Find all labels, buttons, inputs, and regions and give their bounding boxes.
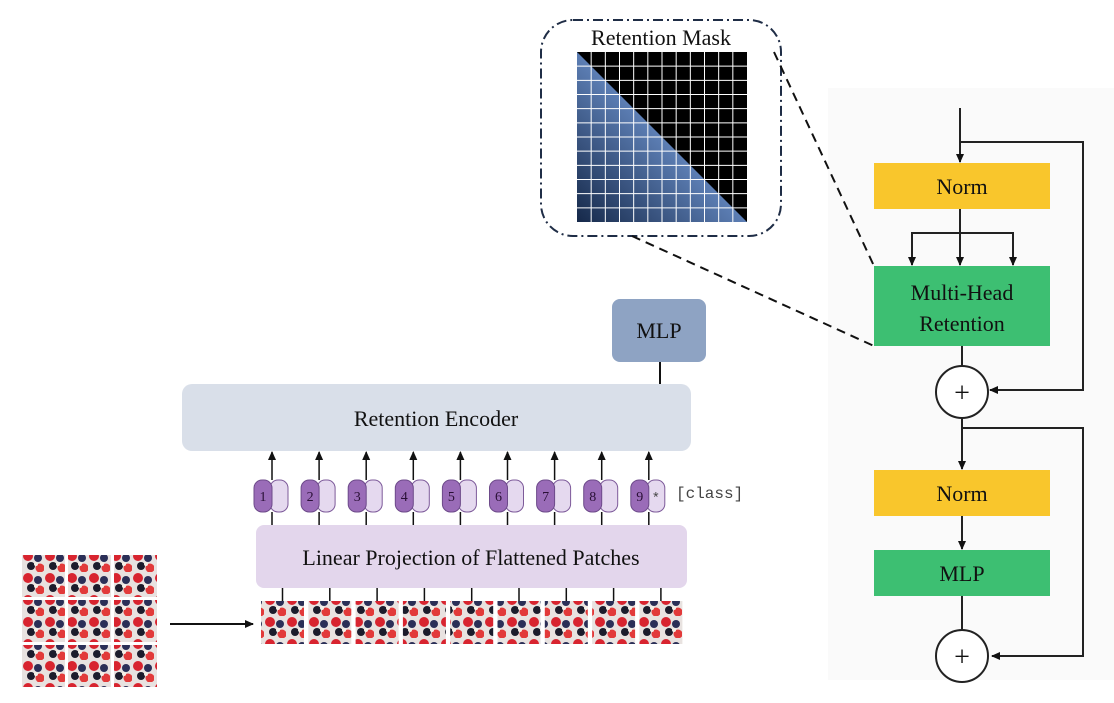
image-patch bbox=[22, 645, 65, 687]
flattened-patch bbox=[639, 601, 683, 644]
position-token bbox=[630, 479, 650, 513]
norm-1-box bbox=[874, 163, 1050, 209]
image-patch bbox=[22, 600, 65, 642]
token-pair: 8 bbox=[583, 479, 619, 513]
embedding-token bbox=[505, 479, 524, 513]
token-pair: 6 bbox=[489, 479, 524, 513]
class-token-label: [class] bbox=[676, 485, 743, 503]
embedding-token bbox=[552, 479, 572, 513]
token-pair: 1 bbox=[253, 479, 289, 513]
linear-projection-box bbox=[256, 525, 687, 588]
retention-mask-callout: Retention Mask bbox=[540, 19, 875, 347]
embedding-token bbox=[316, 479, 336, 513]
token-pair: 7 bbox=[536, 479, 572, 513]
position-token bbox=[253, 479, 273, 513]
image-patch bbox=[68, 555, 111, 597]
position-token bbox=[489, 479, 508, 513]
block-mlp-box bbox=[874, 550, 1050, 596]
position-token-number: 2 bbox=[307, 490, 314, 505]
flattened-patch bbox=[402, 601, 446, 644]
flattened-patch bbox=[544, 601, 588, 644]
position-token-number: 3 bbox=[354, 490, 361, 505]
retention-mask-matrix bbox=[577, 52, 747, 222]
norm-1-label: Norm bbox=[936, 174, 987, 199]
add-1-symbol: + bbox=[954, 378, 970, 409]
flattened-patch bbox=[308, 601, 352, 644]
position-token bbox=[441, 479, 461, 513]
flattened-patch bbox=[450, 601, 494, 644]
position-token-number: 6 bbox=[495, 490, 502, 505]
flattened-patch bbox=[355, 601, 399, 644]
position-token-number: 9 bbox=[636, 490, 643, 505]
residual-connection-2 bbox=[962, 427, 1084, 660]
split-arrow-left bbox=[908, 232, 960, 266]
position-token-number: 8 bbox=[589, 490, 596, 505]
retention-block-panel: Norm Multi-Head Retention + Norm MLP + bbox=[828, 88, 1114, 683]
flattened-patch bbox=[497, 601, 541, 644]
image-patch bbox=[114, 600, 157, 642]
multi-head-retention-box bbox=[874, 266, 1050, 346]
position-token bbox=[394, 479, 414, 513]
residual-connection-1 bbox=[960, 141, 1084, 394]
add-2-symbol: + bbox=[954, 642, 970, 673]
embedding-token bbox=[363, 479, 383, 513]
token-pair: 3 bbox=[347, 479, 383, 513]
add-2-circle bbox=[935, 629, 989, 683]
retention-mask-title: Retention Mask bbox=[591, 25, 731, 50]
norm-2-label: Norm bbox=[936, 481, 987, 506]
token-pair: 2 bbox=[300, 479, 336, 513]
token-pair: 9* bbox=[630, 479, 666, 513]
multi-head-retention-label-2: Retention bbox=[919, 311, 1005, 336]
image-patch bbox=[114, 645, 157, 687]
image-patch bbox=[68, 600, 111, 642]
multi-head-retention-label-1: Multi-Head bbox=[911, 280, 1014, 305]
embedding-token bbox=[410, 479, 430, 513]
norm-2-box bbox=[874, 470, 1050, 516]
flattened-patch bbox=[261, 601, 304, 644]
embedding-token bbox=[599, 479, 619, 513]
split-arrow-right bbox=[960, 232, 1017, 266]
position-token bbox=[347, 479, 367, 513]
block-mlp-label: MLP bbox=[939, 561, 984, 586]
token-pair: 5 bbox=[441, 479, 477, 513]
image-patch bbox=[22, 555, 65, 597]
image-patch bbox=[68, 645, 111, 687]
position-token bbox=[583, 479, 603, 513]
callout-leader-top bbox=[773, 51, 875, 267]
position-token bbox=[300, 479, 320, 513]
mlp-head-box bbox=[612, 299, 706, 362]
class-token-symbol: * bbox=[652, 491, 660, 507]
embedding-token bbox=[457, 479, 477, 513]
mlp-head-label: MLP bbox=[636, 318, 681, 343]
embedding-token bbox=[269, 479, 289, 513]
flattened-patch bbox=[592, 601, 636, 644]
image-patch bbox=[114, 555, 157, 597]
position-token bbox=[536, 479, 556, 513]
position-token-number: 5 bbox=[448, 490, 455, 505]
position-token-number: 1 bbox=[260, 490, 267, 505]
position-token-number: 4 bbox=[401, 490, 408, 505]
token-pair: 4 bbox=[394, 479, 430, 513]
retention-encoder-box bbox=[182, 384, 691, 451]
input-image-patch-grid bbox=[22, 555, 157, 687]
flattened-patch-sequence bbox=[261, 588, 683, 644]
position-token-number: 7 bbox=[542, 490, 549, 505]
retention-encoder-label: Retention Encoder bbox=[354, 406, 519, 431]
linear-projection-label: Linear Projection of Flattened Patches bbox=[302, 545, 639, 570]
